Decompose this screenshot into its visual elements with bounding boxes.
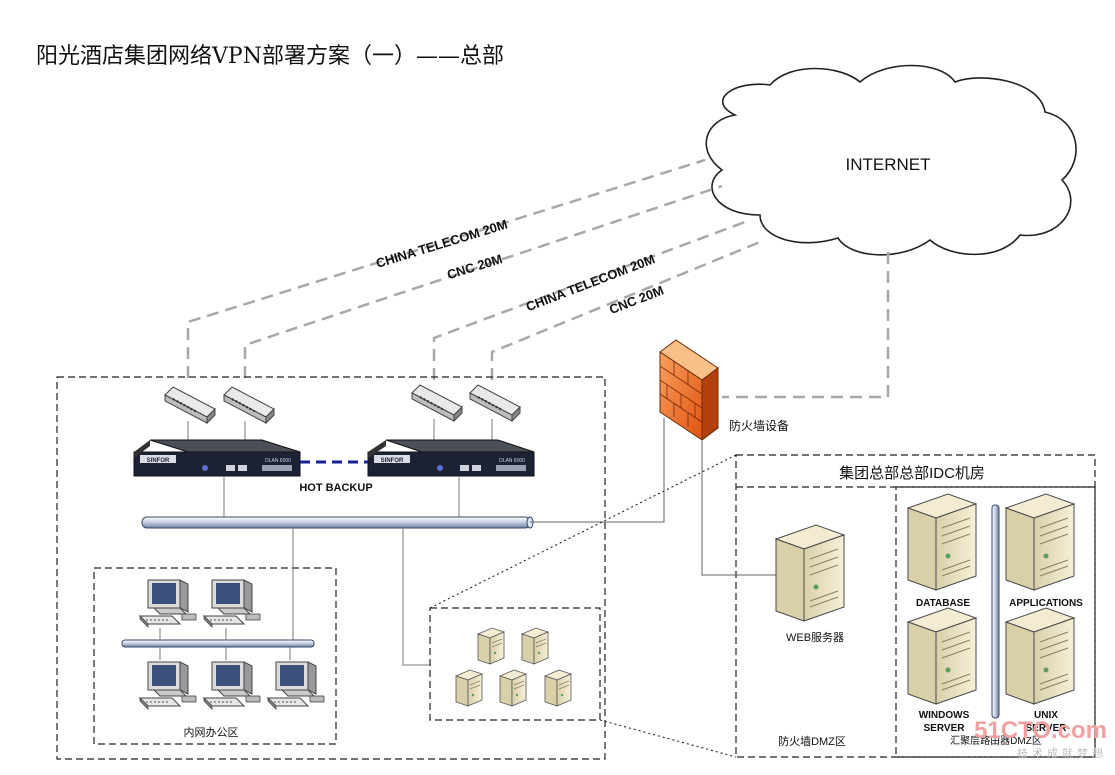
pc-icon-1 — [139, 579, 197, 628]
vpn-model-right: DLAN 6000 — [499, 458, 525, 464]
hq-zone-border — [56, 376, 606, 760]
server-icon-farm-5 — [544, 669, 572, 707]
unix-server-icon — [1005, 607, 1075, 705]
unix-label-line2: SERVER — [1026, 723, 1068, 734]
office-bus — [121, 639, 315, 648]
switch-icon-3 — [411, 384, 463, 422]
switch-icon-4 — [469, 384, 521, 422]
wan-link-4 — [490, 240, 761, 380]
windows-server-icon — [907, 607, 977, 705]
vpn-model-left: DLAN 6000 — [265, 458, 291, 464]
database-label: DATABASE — [916, 598, 970, 609]
link-label-cnc-1: CNC 20M — [445, 251, 504, 282]
page-title: 阳光酒店集团网络VPN部署方案（一）——总部 — [36, 44, 504, 69]
wan-link-2 — [243, 184, 723, 378]
vpn-brand-left: SINFOR — [147, 458, 170, 464]
pc-icon-4 — [203, 661, 261, 710]
switch-icon-1 — [164, 386, 216, 424]
server-icon-farm-3 — [455, 669, 483, 707]
router-dmz-label: 汇聚层路由器DMZ区 — [950, 734, 1042, 747]
applications-server-icon — [1005, 493, 1075, 591]
router-dmz-border — [895, 486, 1096, 758]
server-icon-farm-1 — [477, 627, 505, 665]
internet-label: INTERNET — [846, 155, 931, 174]
idc-zone-border — [735, 454, 1096, 758]
applications-label: APPLICATIONS — [1009, 598, 1083, 609]
idc-zone-title: 集团总部总部IDC机房 — [839, 465, 985, 482]
hot-backup-label: HOT BACKUP — [299, 482, 372, 494]
web-server-icon — [775, 524, 845, 622]
server-farm-border — [429, 607, 601, 721]
core-backbone — [141, 516, 534, 529]
office-zone-border — [93, 567, 337, 745]
pc-icon-2 — [203, 579, 261, 628]
windows-label-line2: SERVER — [924, 723, 966, 734]
firewall-icon — [659, 339, 719, 441]
database-server-icon — [907, 493, 977, 591]
pc-icon-5 — [267, 661, 325, 710]
wan-link-3 — [432, 220, 746, 380]
server-icon-farm-2 — [521, 627, 549, 665]
firewall-internet-link — [722, 252, 890, 399]
web-server-label: WEB服务器 — [786, 631, 844, 644]
wan-links — [186, 158, 890, 399]
firewall-label: 防火墙设备 — [729, 418, 789, 433]
switch-icon-2 — [223, 386, 275, 424]
link-label-cnc-2: CNC 20M — [607, 283, 666, 317]
unix-label-line1: UNIX — [1034, 710, 1058, 721]
windows-label-line1: WINDOWS — [919, 710, 970, 721]
vpn-brand-right: SINFOR — [381, 458, 404, 464]
vpn-appliance-left: SINFOR DLAN 6000 — [133, 439, 301, 477]
dmz-zone-label: 防火墙DMZ区 — [778, 734, 846, 748]
internet-cloud: INTERNET — [705, 64, 1077, 256]
zoom-guides — [429, 454, 737, 758]
office-zone-label: 内网办公区 — [184, 725, 239, 739]
vpn-appliance-right: SINFOR DLAN 6000 — [367, 439, 535, 477]
router-bus — [991, 504, 1000, 719]
server-icon-farm-4 — [499, 669, 527, 707]
pc-icon-3 — [139, 661, 197, 710]
